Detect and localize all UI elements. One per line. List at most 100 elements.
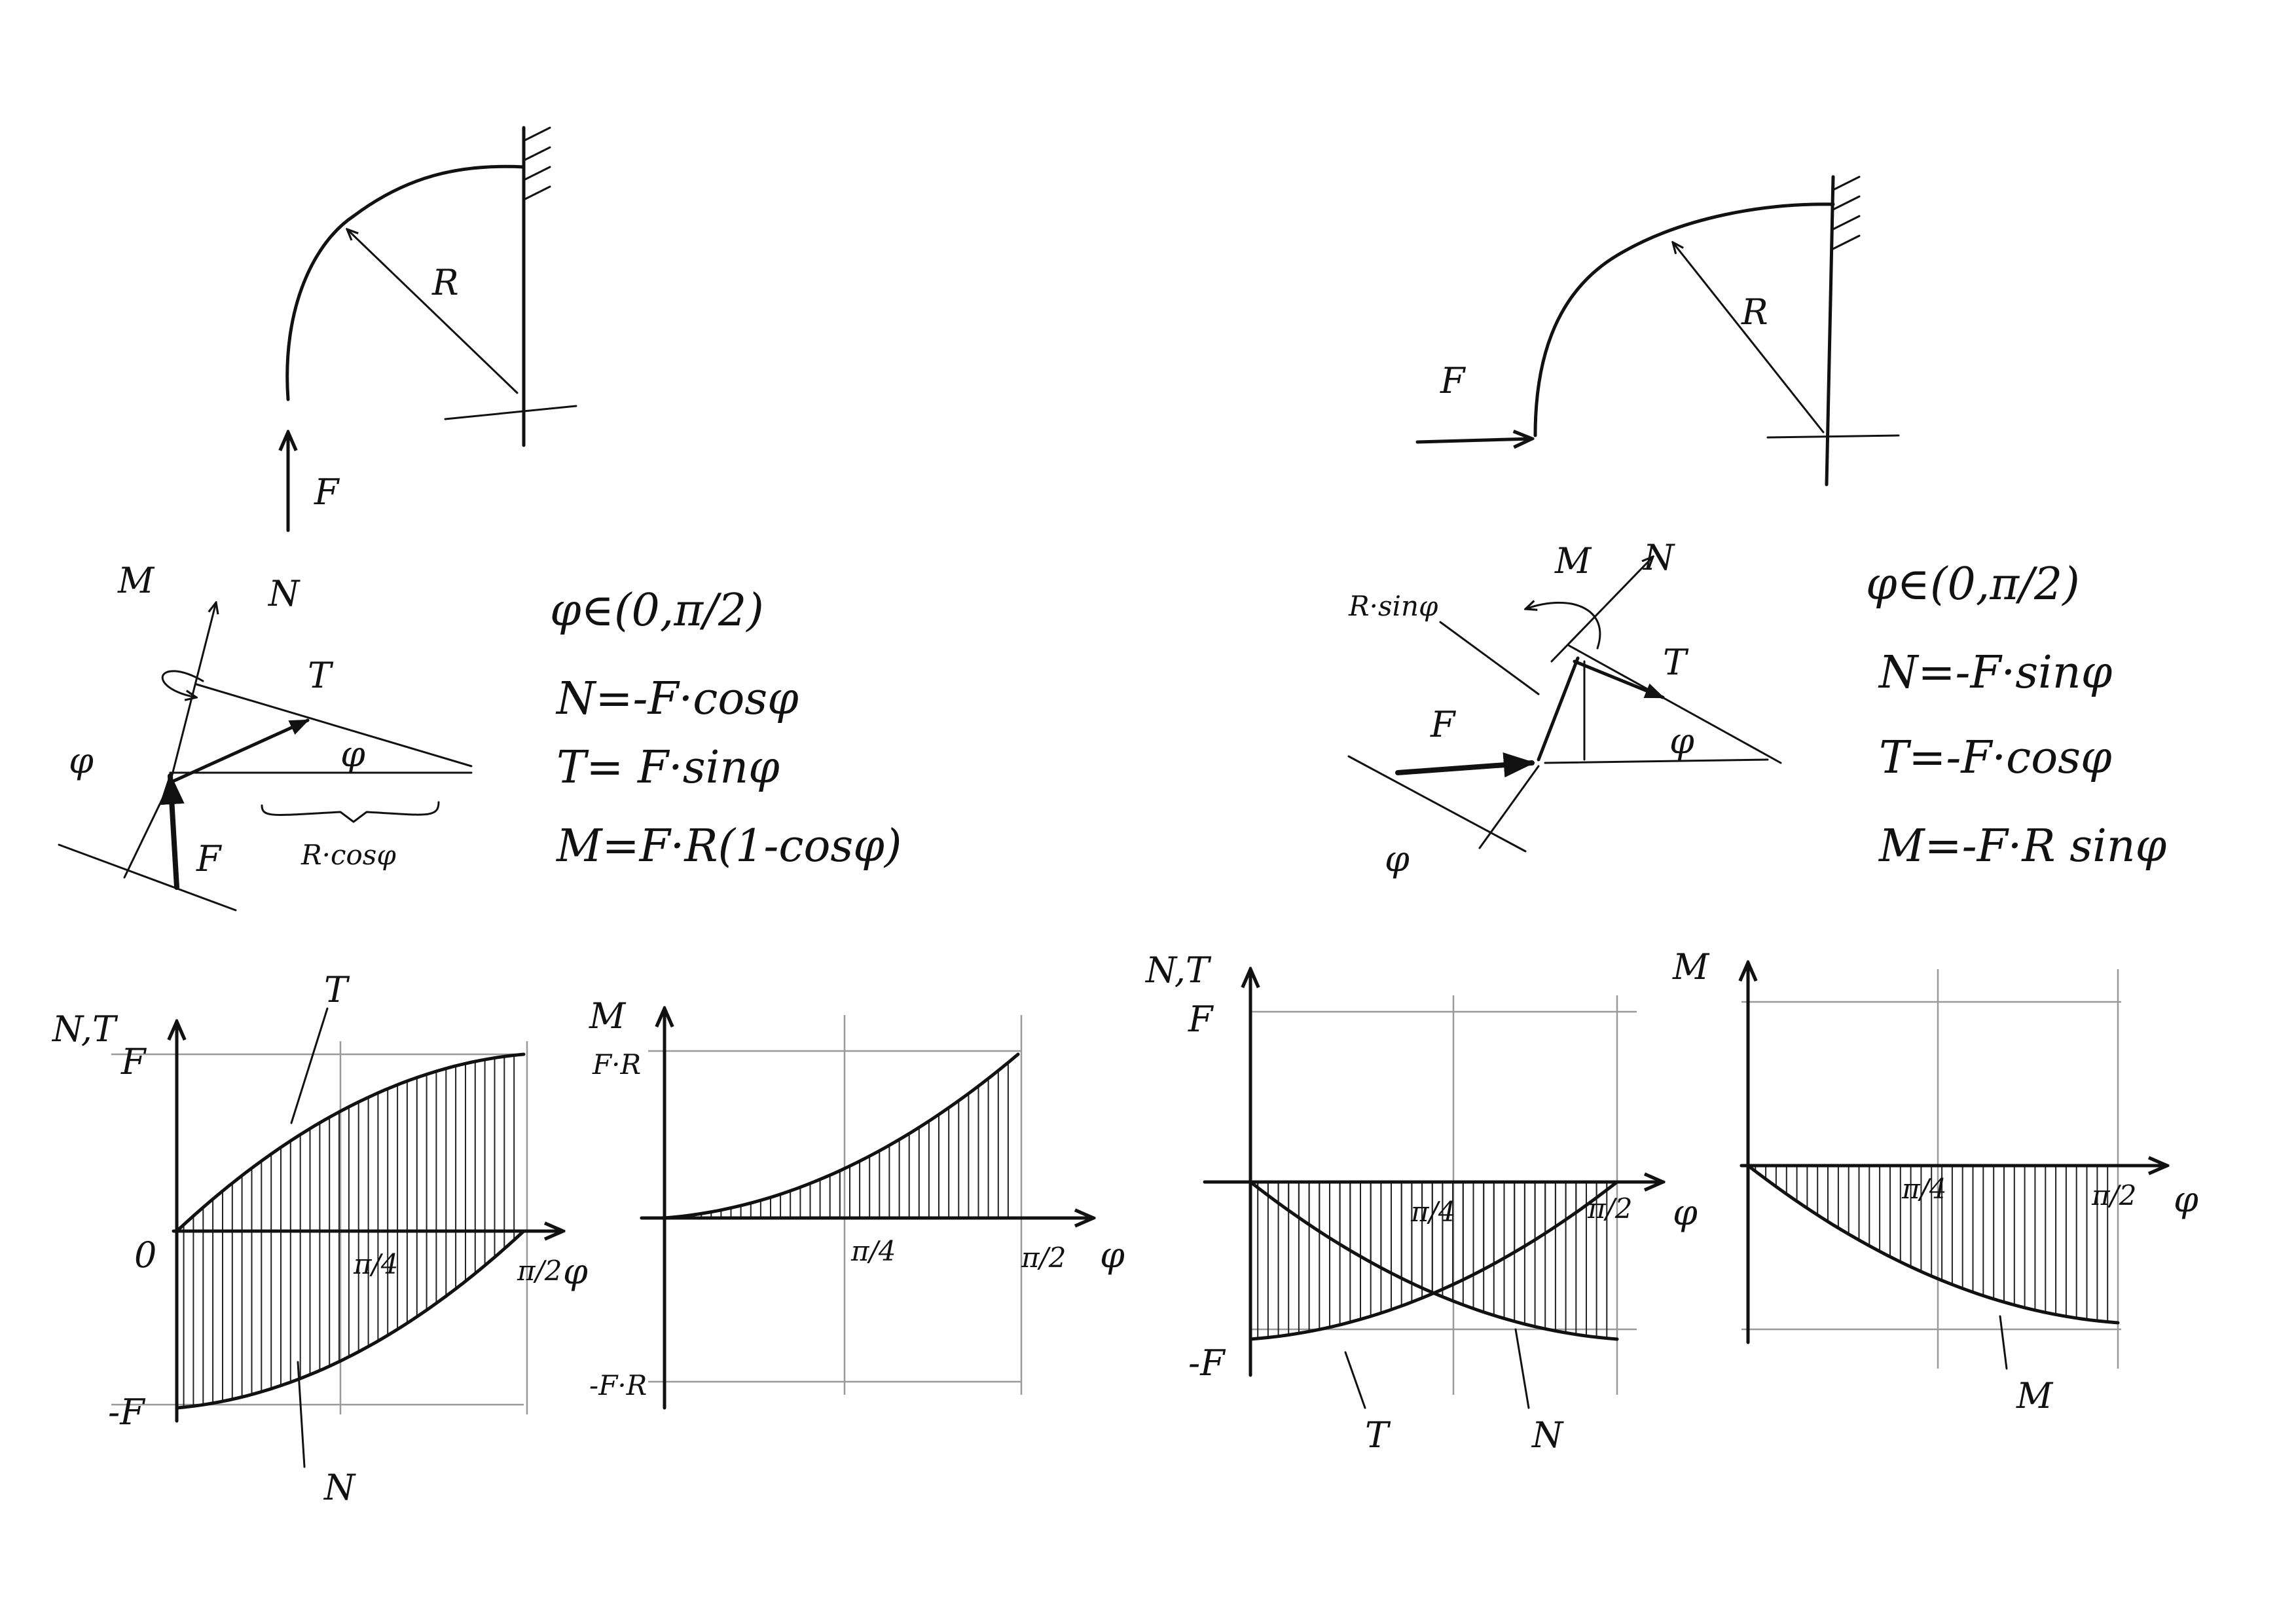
left-fbd-angle-label: φ [69, 740, 94, 781]
right-center-line [1766, 434, 1900, 439]
left-curved-beam [285, 164, 526, 401]
right-fbd-normal-arrow [1550, 557, 1653, 663]
right-chart-nt-tick-pi2: π/2 [1587, 1192, 1632, 1225]
right-fbd-normal-label: N [1642, 537, 1675, 578]
left-eq-shear: T= F·sinφ [556, 742, 780, 794]
right-fbd-moment-arrow [1525, 602, 1601, 650]
left-chart-m-hatch [680, 1062, 1009, 1218]
left-fbd-tangent [58, 843, 237, 912]
right-eq-normal: N=-F·sinφ [1878, 647, 2113, 699]
right-wall-hatch [1832, 175, 1861, 250]
left-chart-m-tick-neg-fr: -F·R [589, 1369, 647, 1401]
right-chart-m: M φ π/4 π/2 M [1672, 946, 2198, 1416]
left-chart-nt-xlabel: φ [563, 1251, 588, 1292]
left-fbd-normal-label: N [267, 573, 301, 614]
right-chart-m-tick-pi4: π/4 [1901, 1173, 1946, 1205]
left-eq-domain: φ∈(0,π/2) [550, 585, 764, 637]
right-chart-m-tick-pi2: π/2 [2091, 1179, 2136, 1211]
left-fbd: M N T F φ φ R·cosφ [58, 560, 473, 912]
right-fbd-tangent-lower [1478, 765, 1540, 849]
left-chart-nt-t-leader [290, 1007, 329, 1124]
right-chart-nt: N,T φ F -F π/4 π/2 T N [1144, 950, 1698, 1456]
left-chart-nt-curve-t [175, 1052, 526, 1233]
right-fbd-radius-line [1347, 755, 1527, 853]
right-eq-domain: φ∈(0,π/2) [1866, 559, 2080, 610]
right-chart-nt-hatch [1257, 1182, 1608, 1339]
left-chart-nt-label-n: N [323, 1467, 356, 1508]
left-eq-normal: N=-F·cosφ [555, 673, 799, 725]
left-chart-nt-label-t: T [324, 969, 350, 1010]
left-chart-nt-grid [111, 1041, 528, 1414]
left-fbd-force-label: F [196, 838, 223, 879]
right-eq-moment: M=-F·R sinφ [1878, 821, 2167, 872]
left-chart-nt-origin: 0 [134, 1234, 156, 1276]
right-chart-nt-curve-t [1248, 1180, 1619, 1341]
left-force-label: F [314, 471, 340, 513]
right-fbd-angle-label: φ [1385, 838, 1410, 879]
right-chart-m-xlabel: φ [2174, 1179, 2198, 1220]
left-fbd-angle2-label: φ [340, 733, 365, 775]
right-fbd-tangent-upper [1537, 656, 1580, 762]
left-fbd-brace [261, 801, 440, 823]
left-radius-arrow [347, 229, 519, 394]
left-equations: φ∈(0,π/2) N=-F·cosφ T= F·sinφ M=F·R(1-co… [550, 585, 902, 872]
right-eq-shear: T=-F·cosφ [1879, 732, 2112, 784]
right-curved-beam [1533, 202, 1835, 437]
right-fbd-horizontal-line [1544, 758, 1769, 764]
left-center-line [444, 405, 577, 420]
right-fbd: M N T F φ φ R·sinφ [1347, 537, 1782, 879]
left-chart-m-tick-fr: F·R [592, 1048, 641, 1080]
right-chart-nt-tick-pi4: π/4 [1410, 1196, 1455, 1228]
right-fbd-rsin-label: R·sinφ [1348, 590, 1438, 622]
left-fbd-moment-arrow [161, 670, 204, 697]
left-fbd-moment-label: M [117, 560, 155, 601]
right-fbd-force-label: F [1430, 704, 1457, 745]
left-chart-m-grid [648, 1015, 1023, 1395]
right-radius-label: R [1741, 291, 1768, 333]
right-chart-nt-t-leader [1344, 1351, 1366, 1409]
left-chart-nt-tick-pi4: π/4 [353, 1248, 398, 1280]
left-fbd-force-arrow [159, 773, 185, 890]
right-fbd-shear-arrow [1573, 659, 1665, 699]
left-radius-label: R [431, 262, 459, 303]
right-equations: φ∈(0,π/2) N=-F·sinφ T=-F·cosφ M=-F·R sin… [1866, 559, 2167, 872]
left-chart-m-ylabel: M [589, 995, 627, 1037]
right-chart-m-curve [1746, 1164, 2120, 1325]
right-fbd-slope-line [1567, 644, 1782, 764]
left-chart-nt-curve-n [175, 1229, 526, 1410]
right-beam-sketch: R F [1415, 175, 1900, 487]
right-chart-nt-label-t: T [1365, 1414, 1391, 1456]
right-fbd-shear-label: T [1663, 642, 1689, 683]
right-chart-m-grid [1741, 969, 2121, 1369]
left-chart-m-tick-pi4: π/4 [850, 1235, 896, 1267]
left-chart-m-xlabel: φ [1100, 1234, 1125, 1276]
left-fbd-rcos-label: R·cosφ [301, 839, 396, 871]
right-chart-m-leader [1999, 1315, 2008, 1370]
left-chart-nt-tick-neg-f: -F [108, 1392, 146, 1433]
left-beam-sketch: R F [285, 126, 577, 532]
right-force-arrow [1415, 439, 1532, 442]
left-chart-m-curve [663, 1052, 1020, 1220]
left-chart-nt-n-leader [297, 1361, 306, 1468]
right-fbd-angle2-label: φ [1669, 720, 1694, 762]
left-fbd-radius-line [123, 781, 172, 879]
right-chart-m-label: M [2016, 1375, 2054, 1416]
left-eq-moment: M=F·R(1-cosφ) [555, 821, 902, 872]
left-chart-m-tick-pi2: π/2 [1021, 1242, 1066, 1274]
right-radius-arrow [1673, 242, 1825, 434]
left-chart-nt: N,T φ F -F 0 π/4 π/2 T N [51, 969, 588, 1508]
right-chart-nt-tick-f: F [1188, 999, 1214, 1040]
right-chart-nt-xlabel: φ [1673, 1192, 1698, 1233]
right-chart-m-ylabel: M [1672, 946, 1710, 987]
right-chart-nt-tick-neg-f: -F [1188, 1342, 1226, 1384]
right-fbd-force-arrow [1395, 752, 1535, 778]
left-wall-hatch [522, 126, 551, 201]
left-chart-m: M φ F·R -F·R π/4 π/2 [589, 995, 1125, 1410]
right-chart-nt-n-leader [1514, 1328, 1530, 1409]
left-chart-nt-tick-pi2: π/2 [517, 1255, 562, 1287]
left-chart-nt-tick-f: F [120, 1041, 147, 1082]
right-chart-nt-ylabel: N,T [1144, 950, 1212, 991]
left-chart-nt-hatch [183, 1055, 515, 1407]
right-chart-nt-label-n: N [1531, 1414, 1564, 1456]
